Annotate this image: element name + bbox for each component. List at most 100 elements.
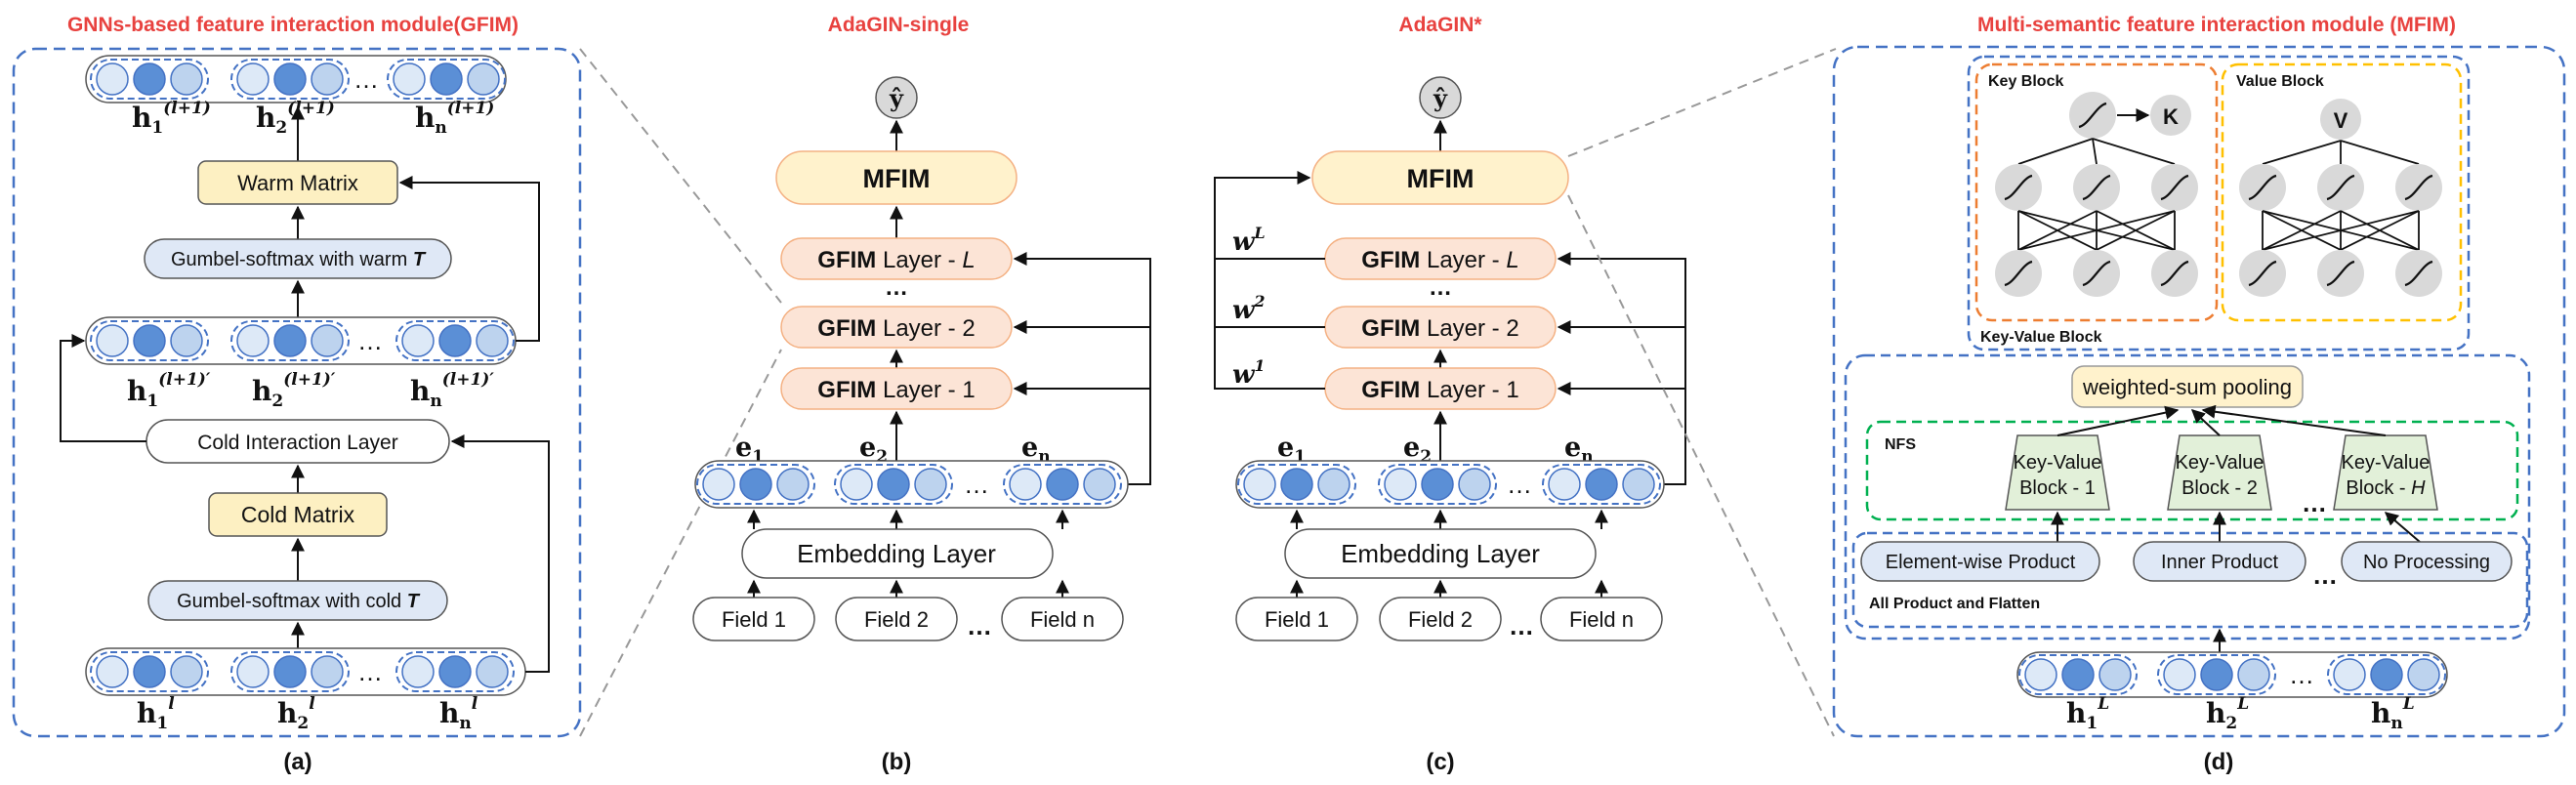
kv-block-h <box>2333 434 2438 511</box>
neuron-icon <box>2315 162 2366 213</box>
neuron-icon <box>2393 162 2444 213</box>
key-block-label: Key Block <box>1988 73 2063 90</box>
cold-matrix-box <box>208 492 388 537</box>
weight-1-label: w1 <box>1232 356 1266 390</box>
e2-label: e2 <box>1403 433 1432 467</box>
prediction-node <box>875 76 918 119</box>
node-group-n <box>395 320 515 361</box>
gfim-layer-L-label: GFIM Layer - L <box>1361 247 1518 273</box>
node-group-2 <box>2157 654 2276 695</box>
inner-product-box <box>2133 541 2306 582</box>
embedding-layer-label: Embedding Layer <box>1341 539 1540 568</box>
adagin-star-title: AdaGIN* <box>1398 14 1482 36</box>
value-node <box>2320 99 2361 140</box>
pooling-box <box>2071 365 2304 408</box>
h2-prime-label: h2(l+1)′ <box>252 370 336 411</box>
neuron-icon <box>2149 248 2200 299</box>
node-group-1 <box>90 59 209 100</box>
kv-block-2 <box>2167 434 2272 511</box>
node-group-n <box>1003 464 1122 505</box>
node-group-2 <box>1378 464 1497 505</box>
layer-dots: … <box>1429 274 1452 301</box>
key-node <box>2150 95 2191 136</box>
caption-b: (b) <box>882 749 912 775</box>
field-2-label: Field 2 <box>864 607 929 632</box>
mfim-module-title: Multi-semantic feature interaction modul… <box>1977 14 2456 36</box>
node-group-2 <box>230 651 350 692</box>
adagin-single-title: AdaGIN-single <box>828 14 970 36</box>
no-processing-box <box>2341 541 2513 582</box>
h1-next-label: h1(l+1) <box>132 99 211 138</box>
prediction-node <box>1419 76 1462 119</box>
gfim-layer-2 <box>780 306 1013 349</box>
no-processing-label: No Processing <box>2363 552 2490 573</box>
panel-d: Key Block K Value Block V <box>1832 45 2566 775</box>
kv-block-1-line2: Block - 1 <box>2019 477 2096 499</box>
weight-L-label: wL <box>1232 224 1266 257</box>
mfim-box <box>775 150 1018 205</box>
ellipsis: … <box>2289 660 2314 689</box>
h2-label: h2l <box>277 694 315 733</box>
kv-ellipsis: … <box>2302 488 2327 517</box>
panel-b: ŷ MFIM GFIM Layer - L … GFIM Layer - 2 G… <box>692 76 1151 775</box>
gumbel-cold-label: Gumbel-softmax with cold T <box>177 591 421 612</box>
cold-interaction-label: Cold Interaction Layer <box>197 432 397 454</box>
neuron-icon <box>2071 248 2122 299</box>
field-2-box <box>1379 597 1502 641</box>
h1-L-label: h1L <box>2066 694 2109 733</box>
hn-label: hnl <box>439 694 478 733</box>
ellipsis: … <box>357 326 383 355</box>
e1-label: e1 <box>1277 433 1306 467</box>
key-node-label: K <box>2163 104 2179 129</box>
kv-block-2-line1: Key-Value <box>2176 452 2264 474</box>
field-2-label: Field 2 <box>1408 607 1473 632</box>
node-group-2 <box>230 320 350 361</box>
h1-prime-label: h1(l+1)′ <box>127 370 211 411</box>
prediction-label: ŷ <box>889 84 904 112</box>
mfim-box <box>1311 150 1569 205</box>
embedding-layer-box <box>741 528 1054 579</box>
gumbel-cold-box <box>147 580 448 621</box>
kv-block-h-line2: Block - H <box>2346 477 2426 499</box>
warm-matrix-box <box>197 160 398 205</box>
field-n-label: Field n <box>1569 607 1634 632</box>
gfim-layer-L <box>780 237 1013 280</box>
kv-block-2-line2: Block - 2 <box>2181 477 2258 499</box>
value-block-border <box>2221 62 2463 322</box>
field-n-label: Field n <box>1030 607 1095 632</box>
key-block-border <box>1974 62 2219 322</box>
lower-module-border <box>1844 353 2531 640</box>
warm-matrix-label: Warm Matrix <box>237 171 358 195</box>
node-group-n <box>395 651 515 692</box>
embedding-layer-box <box>1284 528 1597 579</box>
value-block-label: Value Block <box>2236 73 2324 90</box>
field-n-box <box>1540 597 1663 641</box>
embedding-layer-label: Embedding Layer <box>797 539 996 568</box>
node-group-1 <box>90 651 209 692</box>
gfim-layer-2-label: GFIM Layer - 2 <box>817 315 975 342</box>
nfs-border <box>1865 420 2519 521</box>
neuron-icon <box>2237 162 2288 213</box>
neuron-icon <box>2393 248 2444 299</box>
neuron-icon <box>2067 90 2118 141</box>
ellipsis: … <box>964 470 989 499</box>
prediction-label: ŷ <box>1433 84 1448 112</box>
e2-label: e2 <box>859 433 888 467</box>
neuron-icon <box>2149 162 2200 213</box>
ellipsis: … <box>353 64 379 94</box>
gfim-module-title: GNNs-based feature interaction module(GF… <box>67 14 519 36</box>
inner-product-label: Inner Product <box>2161 552 2279 573</box>
node-group-1 <box>90 320 209 361</box>
field-ellipsis: … <box>967 611 992 640</box>
field-ellipsis: … <box>1509 611 1534 640</box>
node-group-n <box>2327 654 2446 695</box>
h2-next-label: h2(l+1) <box>256 99 335 138</box>
ellipsis: … <box>1507 470 1532 499</box>
nfs-label: NFS <box>1885 436 1916 453</box>
gfim-layer-1-label: GFIM Layer - 1 <box>817 377 975 403</box>
ellipsis: … <box>357 657 383 686</box>
pooling-label: weighted-sum pooling <box>2082 375 2292 399</box>
field-1-box <box>692 597 815 641</box>
node-group-n <box>1542 464 1661 505</box>
